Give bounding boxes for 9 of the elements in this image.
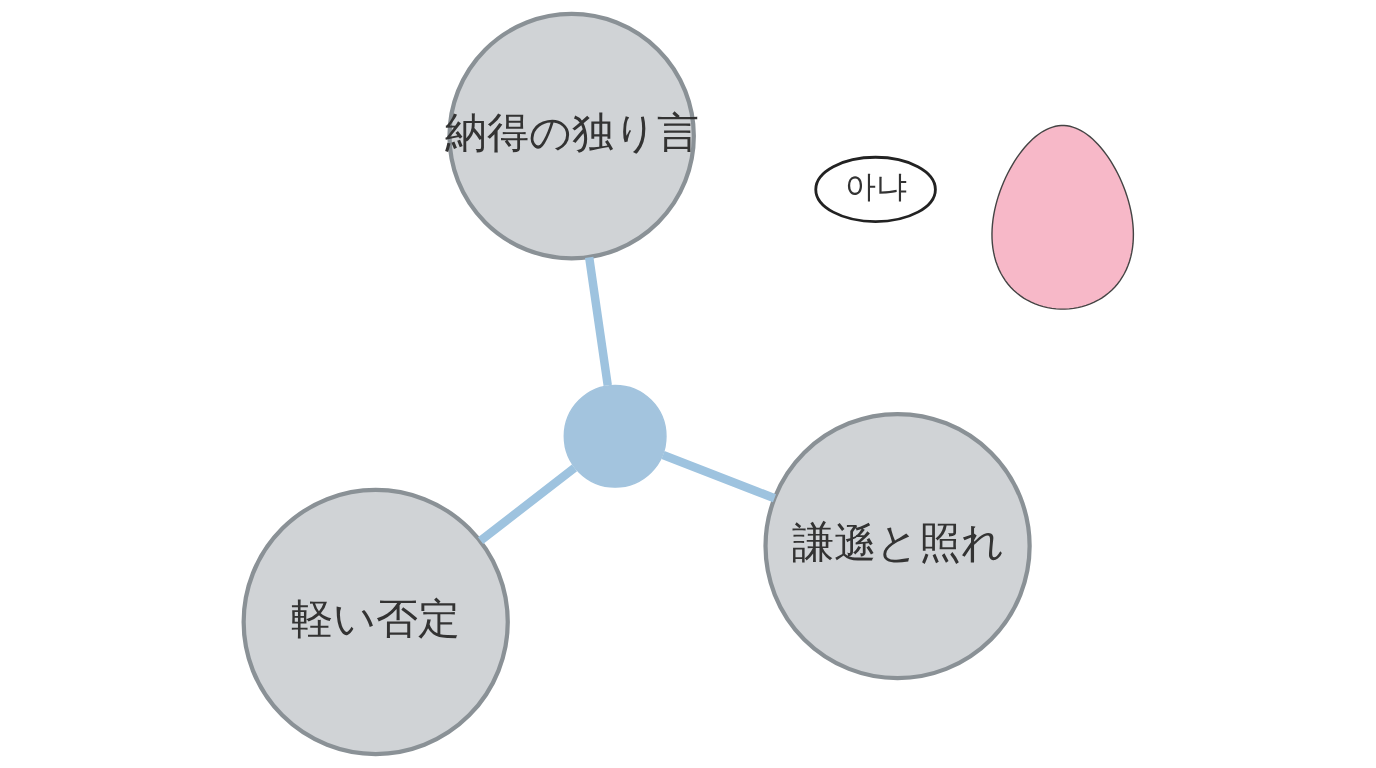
node-circle: 謙遜と照れ — [762, 411, 1032, 681]
node-circle: 軽い否定 — [241, 487, 510, 757]
node-circle — [563, 384, 667, 488]
node-circle: 納得の独り言 — [446, 11, 696, 261]
connector — [661, 451, 776, 503]
node-person — [990, 124, 1134, 310]
node-ellipse: 아냐 — [813, 155, 937, 223]
connector — [477, 464, 577, 545]
connector — [584, 256, 612, 386]
